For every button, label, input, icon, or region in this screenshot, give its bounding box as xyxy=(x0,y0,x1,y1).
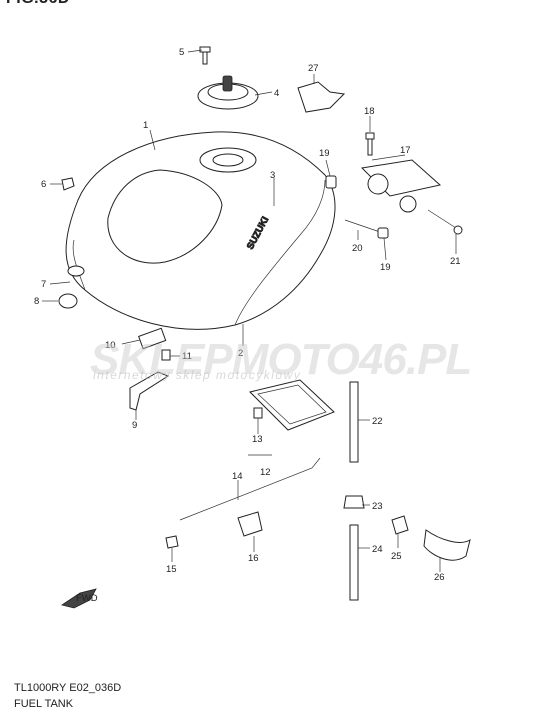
callout-19: 19 xyxy=(319,148,330,159)
callout-6: 6 xyxy=(41,179,46,190)
callout-18: 18 xyxy=(364,106,375,117)
callout-23: 23 xyxy=(372,501,383,512)
breather-hose[interactable] xyxy=(179,457,321,521)
fuel-tank[interactable] xyxy=(65,131,336,330)
svg-text:FWD: FWD xyxy=(76,593,98,604)
callout-8: 8 xyxy=(34,296,39,307)
mounting-rod[interactable] xyxy=(344,219,381,233)
fuel-cap[interactable] xyxy=(197,75,259,110)
cap-bolt[interactable] xyxy=(199,46,211,65)
long-bolt[interactable] xyxy=(427,209,463,235)
figure-name: FUEL TANK xyxy=(14,698,74,710)
callout-12: 12 xyxy=(260,467,271,478)
callout-20: 20 xyxy=(352,243,363,254)
figure-title: FIG.36D xyxy=(6,0,70,8)
callout-24: 24 xyxy=(372,544,383,555)
hose-joint[interactable] xyxy=(165,535,179,549)
grommet[interactable] xyxy=(67,265,85,277)
bracket-bolt[interactable] xyxy=(365,132,375,156)
hose-clamp[interactable] xyxy=(237,511,263,537)
callout-1: 1 xyxy=(143,120,148,131)
hose-clip[interactable] xyxy=(391,515,409,535)
callout-3: 3 xyxy=(270,170,275,181)
hose-clamp-large[interactable] xyxy=(423,529,471,561)
callout-numbers: 1 2 3 4 5 6 7 8 9 10 11 12 13 14 15 16 1… xyxy=(34,47,461,583)
callout-11: 11 xyxy=(182,351,192,362)
fwd-arrow-icon: FWD xyxy=(61,588,98,609)
plate-bracket[interactable] xyxy=(297,81,346,113)
watermark-tagline: internetowy sklep motocyklowy xyxy=(93,368,302,382)
cushion-front[interactable] xyxy=(325,175,337,189)
callout-21: 21 xyxy=(450,256,461,267)
rear-bracket[interactable] xyxy=(360,159,442,213)
lower-bracket[interactable] xyxy=(129,371,170,411)
cushion-rubber[interactable] xyxy=(58,293,78,309)
model-code: TL1000RY E02_036D xyxy=(14,682,122,694)
pad-clip[interactable] xyxy=(138,327,167,350)
callout-17: 17 xyxy=(400,145,411,156)
callout-9: 9 xyxy=(132,420,137,431)
upper-drain-hose[interactable] xyxy=(349,381,359,463)
callout-7: 7 xyxy=(41,279,46,290)
small-screw[interactable] xyxy=(161,349,171,361)
gasket-bolt[interactable] xyxy=(253,407,263,419)
callout-15: 15 xyxy=(166,564,177,575)
callout-2: 2 xyxy=(238,348,243,359)
callout-4: 4 xyxy=(274,88,279,99)
three-way-joint[interactable] xyxy=(343,495,365,509)
callout-26: 26 xyxy=(434,572,445,583)
callout-14: 14 xyxy=(232,471,243,482)
callout-27: 27 xyxy=(308,63,319,74)
watermark-brand: SKLEPMOTO46.PL xyxy=(90,335,472,384)
leader-lines xyxy=(42,49,457,572)
callout-19b: 19 xyxy=(380,262,391,273)
lower-drain-hose[interactable] xyxy=(349,524,359,601)
cushion-rear[interactable] xyxy=(377,227,389,239)
callout-5: 5 xyxy=(179,47,184,58)
callout-22: 22 xyxy=(372,416,383,427)
fuel-pump-gasket[interactable] xyxy=(249,379,335,431)
callout-16: 16 xyxy=(248,553,259,564)
clip-screw[interactable] xyxy=(61,177,75,191)
callout-13: 13 xyxy=(252,434,263,445)
callout-10: 10 xyxy=(105,340,116,351)
callout-25: 25 xyxy=(391,551,402,562)
